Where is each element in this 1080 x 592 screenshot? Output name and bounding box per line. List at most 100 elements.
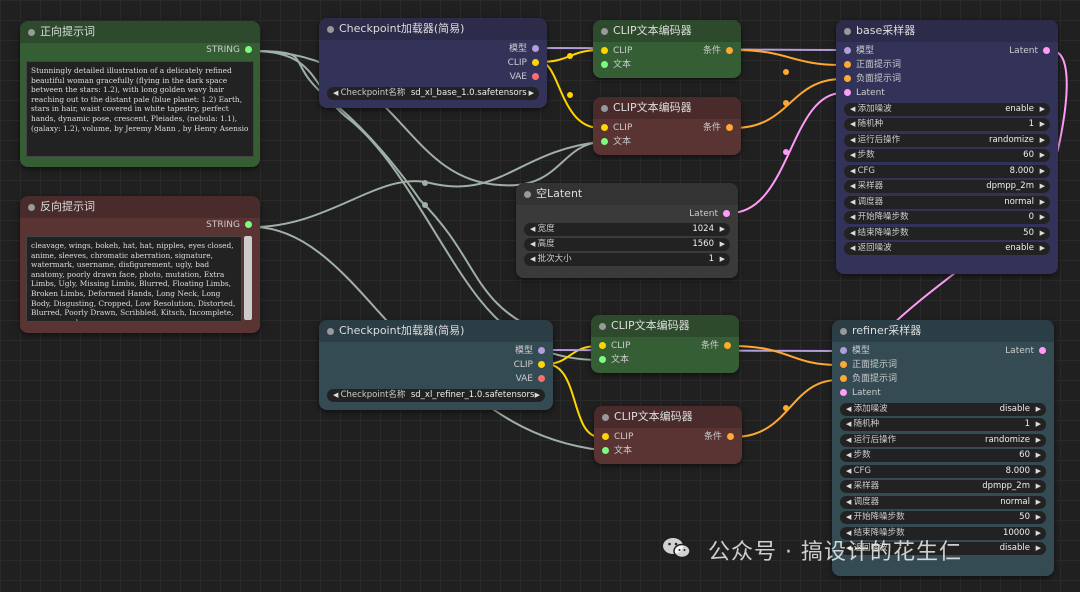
negative-prompt-textarea[interactable]: cleavage, wings, bokeh, hat, hat, nipple… [26,236,242,322]
arrow-right-icon[interactable]: ▶ [1035,420,1041,428]
clip-output-port[interactable] [538,361,545,368]
clip-input-port[interactable] [601,47,608,54]
arrow-right-icon[interactable]: ▶ [1039,244,1045,252]
arrow-right-icon[interactable]: ▶ [1035,528,1041,537]
arrow-right-icon[interactable]: ▶ [534,391,540,399]
positive-input-port[interactable] [844,61,851,68]
node-title[interactable]: CLIP文本编码器 [594,406,742,428]
textarea-scrollbar[interactable] [244,236,252,320]
collapse-dot-icon[interactable] [28,204,35,211]
node-title[interactable]: refiner采样器 [832,320,1054,342]
arrow-right-icon[interactable]: ▶ [1039,104,1045,113]
clip-output-port[interactable] [532,59,539,66]
conditioning-output-port[interactable] [726,124,733,131]
collapse-dot-icon[interactable] [602,414,609,421]
latent-output-port[interactable] [1039,347,1046,354]
arrow-right-icon[interactable]: ▶ [1039,213,1045,221]
node-title[interactable]: CLIP文本编码器 [593,97,741,119]
clip-input-port[interactable] [599,342,606,349]
arrow-right-icon[interactable]: ▶ [719,225,725,233]
clip-input-port[interactable] [602,433,609,440]
text-input-port[interactable] [601,138,608,145]
node-title[interactable]: CLIP文本编码器 [593,20,741,42]
negative-prompt-node[interactable]: 反向提示词 STRING cleavage, wings, bokeh, hat… [20,196,260,333]
arrow-right-icon[interactable]: ▶ [1035,435,1041,444]
arrow-right-icon[interactable]: ▶ [1035,482,1041,490]
model-input-port[interactable] [844,47,851,54]
latent-input-port[interactable] [840,389,847,396]
latent-output-port[interactable] [1043,47,1050,54]
arrow-right-icon[interactable]: ▶ [1035,544,1041,552]
text-input-port[interactable] [599,356,606,363]
arrow-right-icon[interactable]: ▶ [1039,135,1045,144]
node-title[interactable]: CLIP文本编码器 [591,315,739,337]
conditioning-output-port[interactable] [724,342,731,349]
collapse-dot-icon[interactable] [601,28,608,35]
checkpoint-name-combo[interactable]: Checkpoint名称 sd_xl_refiner_1.0.safetenso… [327,389,545,402]
arrow-right-icon[interactable]: ▶ [1035,451,1041,459]
checkpoint-loader-refiner-node[interactable]: Checkpoint加载器(简易) 模型 CLIP VAE Checkpoint… [319,320,553,410]
vae-output-port[interactable] [538,375,545,382]
collapse-dot-icon[interactable] [327,328,334,335]
text-input-port[interactable] [601,61,608,68]
latent-input-port[interactable] [844,89,851,96]
arrow-right-icon[interactable]: ▶ [1039,151,1045,159]
clip-input-port[interactable] [601,124,608,131]
arrow-right-icon[interactable]: ▶ [1035,466,1041,475]
positive-prompt-node[interactable]: 正向提示词 STRING Stunningly detailed illustr… [20,21,260,167]
arrow-right-icon[interactable]: ▶ [719,255,725,263]
node-title[interactable]: 正向提示词 [20,21,260,43]
vae-output-port[interactable] [532,73,539,80]
conditioning-output-port[interactable] [726,47,733,54]
node-title[interactable]: Checkpoint加载器(简易) [319,320,553,342]
checkpoint-name-combo[interactable]: Checkpoint名称 sd_xl_base_1.0.safetensors▶ [327,87,539,100]
positive-input-port[interactable] [840,361,847,368]
collapse-dot-icon[interactable] [327,26,334,33]
conditioning-output-port[interactable] [727,433,734,440]
arrow-right-icon[interactable]: ▶ [528,89,534,97]
node-title[interactable]: 空Latent [516,183,738,205]
output-port[interactable] [245,221,252,228]
arrow-right-icon[interactable]: ▶ [1035,513,1041,521]
node-title[interactable]: 反向提示词 [20,196,260,218]
collapse-dot-icon[interactable] [28,29,35,36]
arrow-right-icon[interactable]: ▶ [1039,182,1045,190]
collapse-dot-icon[interactable] [524,191,531,198]
collapse-dot-icon[interactable] [840,328,847,335]
node-title[interactable]: base采样器 [836,20,1058,42]
negative-input-port[interactable] [840,375,847,382]
arrow-right-icon[interactable]: ▶ [719,240,725,248]
output-port[interactable] [245,46,252,53]
node-title[interactable]: Checkpoint加载器(简易) [319,18,547,40]
latent-output-port[interactable] [723,210,730,217]
positive-prompt-textarea[interactable]: Stunningly detailed illustration of a de… [26,61,254,157]
collapse-dot-icon[interactable] [844,28,851,35]
arrow-right-icon[interactable]: ▶ [1035,497,1041,506]
checkpoint-loader-base-node[interactable]: Checkpoint加载器(简易) 模型 CLIP VAE Checkpoint… [319,18,547,108]
